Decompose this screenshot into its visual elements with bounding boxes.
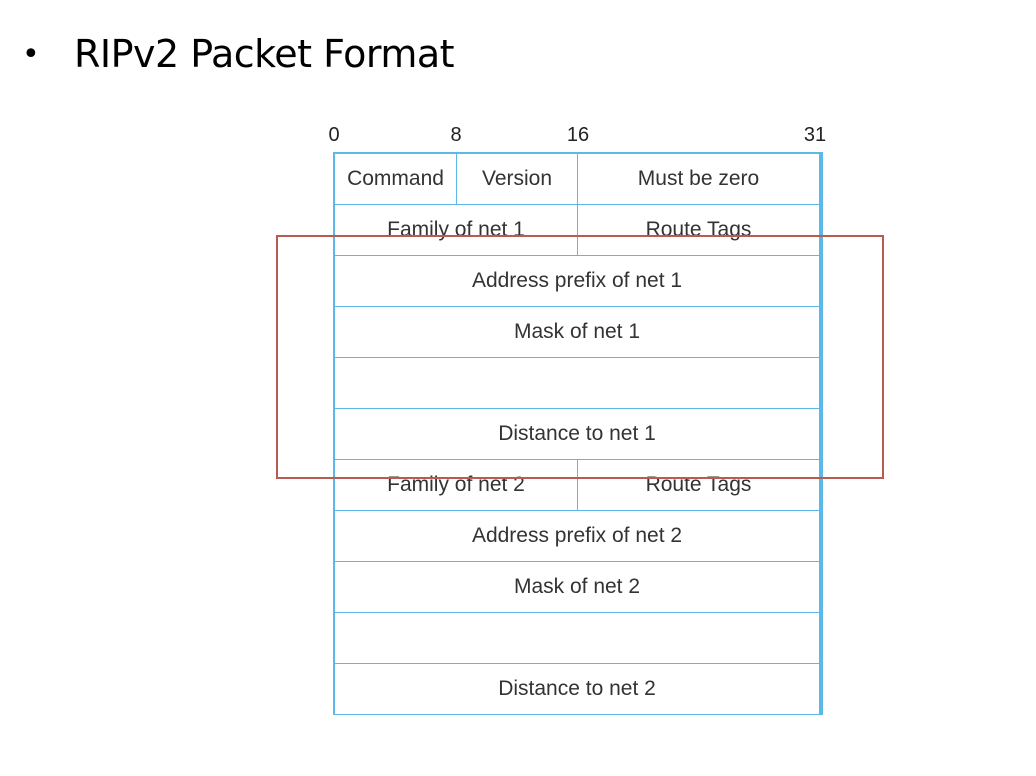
packet-row [335,613,819,664]
packet-field: Address prefix of net 2 [471,524,683,547]
bullet-icon: • [22,36,40,72]
packet-field [335,358,819,408]
bit-label-31: 31 [803,124,827,146]
packet-field: Distance to net 2 [498,677,656,700]
bit-label-0: 0 [328,124,340,146]
packet-field: Family of net 1 [387,218,525,241]
packet-row: Address prefix of net 1 [335,256,819,307]
packet-field: Distance to net 1 [498,422,656,445]
packet-row [335,358,819,409]
packet-field: Family of net 2 [387,473,525,496]
packet-field: Version [456,154,577,204]
packet-field: Route Tags [577,460,819,510]
packet-row: Distance to net 2 [335,664,819,715]
bit-label-8: 8 [450,124,462,146]
packet-row: Distance to net 1 [335,409,819,460]
bit-label-16: 16 [566,124,590,146]
packet-field: Must be zero [577,154,819,204]
slide-title-row: • RIPv2 Packet Format [22,26,455,82]
packet-row: Family of net 1 Route Tags [335,205,819,256]
packet-field: Mask of net 2 [513,575,641,598]
packet-row: Family of net 2 Route Tags [335,460,819,511]
packet-field: Route Tags [577,205,819,255]
packet-field: Address prefix of net 1 [471,269,683,292]
packet-field: Mask of net 1 [513,320,641,343]
packet-row: Address prefix of net 2 [335,511,819,562]
packet-row: Mask of net 2 [335,562,819,613]
packet-field: Command [347,167,444,190]
packet-row: Mask of net 1 [335,307,819,358]
slide-title: RIPv2 Packet Format [74,32,455,76]
packet-field [335,613,819,663]
